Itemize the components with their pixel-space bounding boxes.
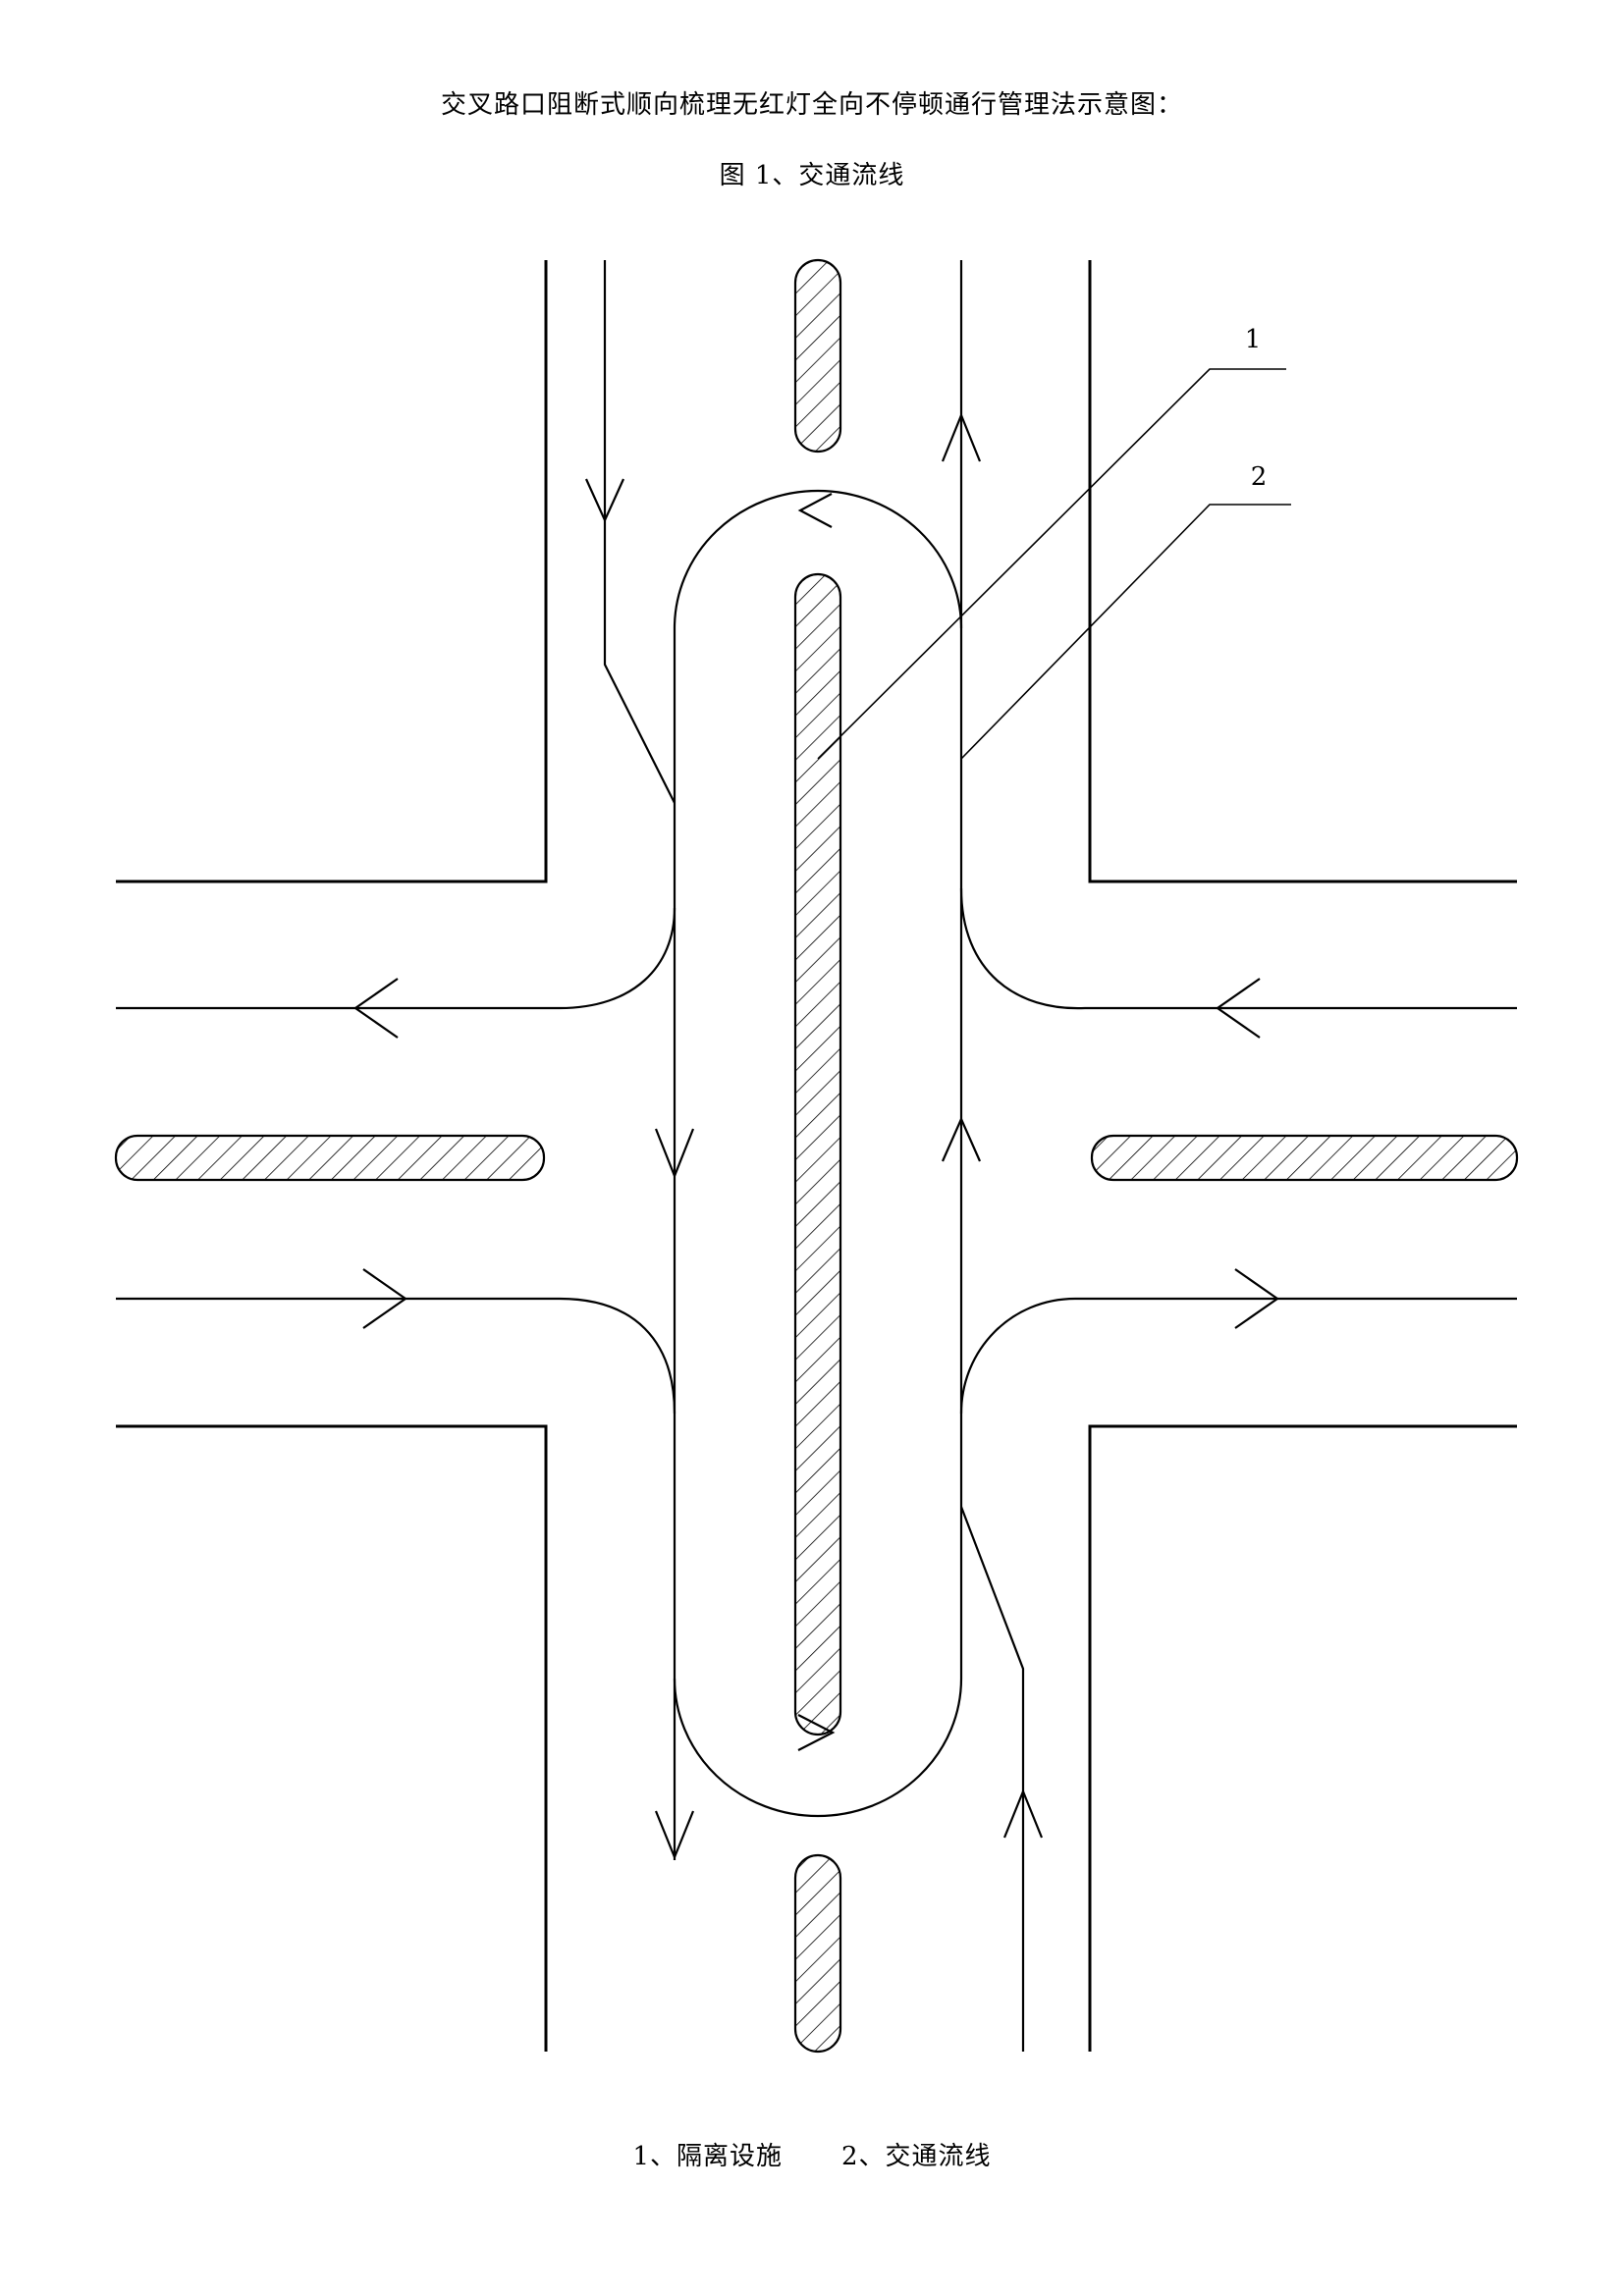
- traffic-flow-lines: [116, 260, 1517, 2052]
- label-2: 2: [1251, 462, 1268, 492]
- arrow-down-icon: [584, 478, 625, 523]
- flow-arrows: [353, 412, 1279, 1860]
- arrow-left-icon: [353, 978, 399, 1039]
- flow-loop-top-arc: [673, 489, 963, 629]
- arrow-up-icon: [941, 1116, 982, 1162]
- arrow-left-icon: [1216, 978, 1261, 1039]
- label-1: 1: [1245, 325, 1262, 354]
- island-bottom: [793, 1853, 842, 2054]
- arrow-right-icon: [1234, 1268, 1279, 1329]
- arrow-right-icon: [797, 1714, 836, 1751]
- legend: 1、隔离设施 2、交通流线: [0, 2136, 1624, 2172]
- flow-east-entry: [959, 887, 1517, 1010]
- legend-num-1: 1、: [632, 2142, 677, 2171]
- isolation-facilities: [114, 258, 1519, 2054]
- island-left: [114, 1134, 546, 1182]
- island-top: [793, 258, 842, 454]
- arrow-down-icon: [654, 1128, 695, 1179]
- flow-west-exit: [116, 907, 677, 1010]
- road-edge-bottom-left: [116, 1424, 548, 2052]
- road-edge-top-right: [1088, 260, 1517, 883]
- arrow-up-icon: [1002, 1789, 1044, 1839]
- island-center: [793, 572, 842, 1736]
- road-boundaries: [116, 260, 1517, 2052]
- legend-item-2: 2、交通流线: [841, 2136, 992, 2172]
- flow-north-entry: [603, 260, 676, 804]
- figure-subtitle: 图 1、交通流线: [719, 161, 905, 190]
- legend-text-1: 隔离设施: [676, 2142, 783, 2171]
- island-right: [1090, 1134, 1519, 1182]
- leader-line-1: [817, 368, 1286, 760]
- road-edge-top-left: [116, 260, 548, 883]
- flow-loop-bottom-arc: [673, 1678, 963, 1818]
- road-edge-bottom-right: [1088, 1424, 1517, 2052]
- legend-item-1: 1、隔离设施: [632, 2136, 783, 2172]
- arrow-up-icon: [941, 412, 982, 462]
- leader-line-2: [960, 504, 1291, 760]
- flow-east-exit: [959, 1297, 1517, 1415]
- flow-west-entry: [116, 1297, 677, 1415]
- diagram-title: 交叉路口阻断式顺向梳理无红灯全向不停顿通行管理法示意图：: [440, 90, 1183, 120]
- leader-lines: [817, 368, 1291, 760]
- legend-text-2: 交通流线: [885, 2142, 992, 2171]
- arrow-down-icon: [654, 1810, 695, 1860]
- flow-south-entry: [959, 1506, 1025, 2052]
- arrow-left-icon: [797, 493, 833, 528]
- legend-num-2: 2、: [841, 2142, 886, 2171]
- arrow-right-icon: [362, 1268, 407, 1329]
